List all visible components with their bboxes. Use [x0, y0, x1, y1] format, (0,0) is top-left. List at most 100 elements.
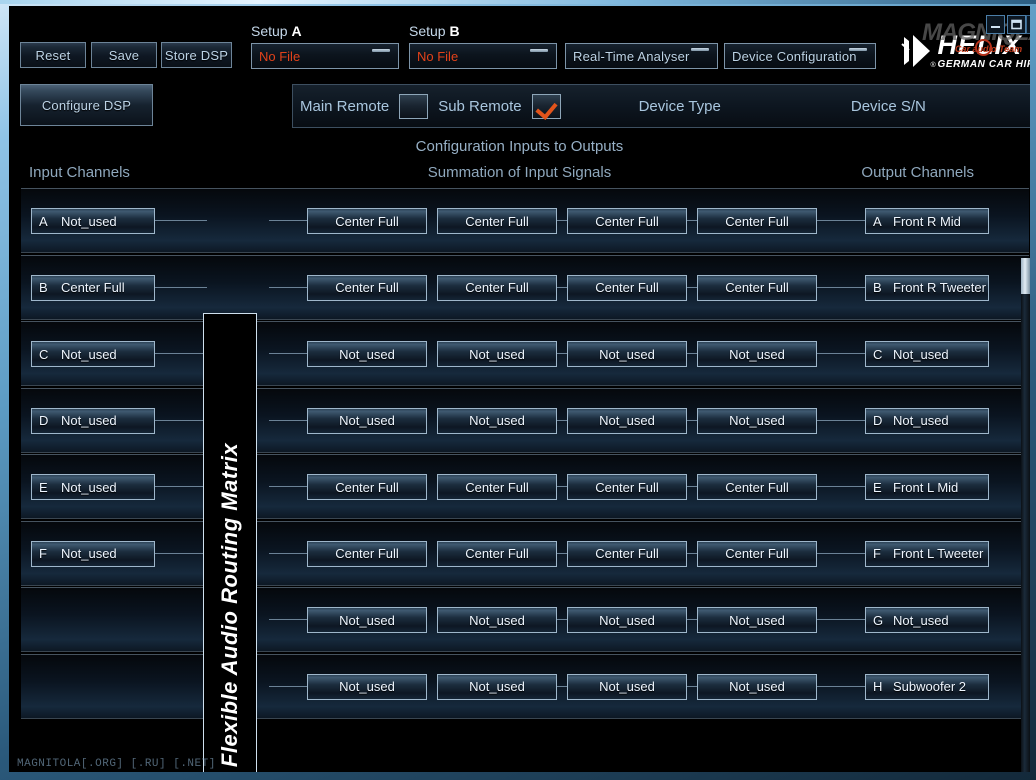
vertical-scrollbar[interactable]	[1021, 258, 1030, 772]
setup-b-file-combo[interactable]: No File	[409, 43, 557, 69]
connector-wire	[557, 419, 567, 421]
matrix-wire	[269, 419, 307, 421]
vertical-scrollbar-thumb[interactable]	[1021, 258, 1030, 294]
configure-dsp-button[interactable]: Configure DSP	[20, 84, 153, 126]
summation-cell-3[interactable]: Not_used	[567, 341, 687, 367]
save-button[interactable]: Save	[91, 42, 157, 68]
output-channel-letter: G	[873, 612, 884, 628]
summation-cell-3[interactable]: Center Full	[567, 208, 687, 234]
connector-wire	[557, 286, 567, 288]
input-channel-value: Center Full	[61, 280, 125, 295]
connector-wire	[817, 486, 865, 487]
routing-matrix-area: Configuration Inputs to Outputs Input Ch…	[9, 128, 1030, 772]
connector-wire	[817, 552, 865, 554]
setup-a-file-combo[interactable]: No File	[251, 43, 399, 69]
store-dsp-button[interactable]: Store DSP	[161, 42, 232, 68]
connector-wire	[557, 552, 567, 554]
summation-cell-1[interactable]: Not_used	[307, 407, 427, 434]
summation-cell-1[interactable]: Center Full	[307, 208, 427, 234]
summation-cell-1[interactable]: Not_used	[307, 673, 427, 700]
helix-logo: ® HELIX GERMAN CAR HIFI	[885, 24, 1030, 78]
matrix-wire	[269, 286, 307, 288]
summation-cell-2[interactable]: Not_used	[437, 407, 557, 434]
connector-wire	[557, 685, 567, 687]
matrix-row: B Center Full Center Full Center Full Center…	[21, 254, 1029, 320]
summation-cell-3[interactable]: Not_used	[567, 673, 687, 700]
output-channel-letter: E	[873, 479, 882, 495]
matrix-wire	[269, 486, 307, 487]
input-channel-value: Not_used	[61, 546, 117, 561]
summation-cell-4[interactable]: Not_used	[697, 673, 817, 700]
minimize-button[interactable]	[986, 15, 1005, 34]
input-channel-value: Not_used	[61, 346, 117, 362]
summation-cell-3[interactable]: Center Full	[567, 540, 687, 567]
output-channels-header: Output Channels	[861, 164, 974, 181]
input-wire	[155, 353, 207, 354]
matrix-wire	[269, 619, 307, 620]
reset-button[interactable]: Reset	[20, 42, 86, 68]
real-time-analyser-button[interactable]: Real-Time Analyser	[565, 43, 718, 69]
summation-cell-4[interactable]: Not_used	[697, 607, 817, 633]
main-remote-label: Main Remote	[300, 97, 390, 115]
summation-cell-2[interactable]: Center Full	[437, 208, 557, 234]
summation-cell-2[interactable]: Not_used	[437, 607, 557, 633]
input-wire	[155, 419, 207, 421]
sub-remote-checkbox[interactable]	[531, 93, 561, 119]
input-channel-letter: C	[39, 346, 49, 362]
summation-cell-4[interactable]: Center Full	[697, 474, 817, 500]
input-channel-cell-b[interactable]: B Center Full	[31, 274, 155, 301]
summation-cell-2[interactable]: Center Full	[437, 540, 557, 567]
summation-cell-1[interactable]: Center Full	[307, 540, 427, 567]
summation-cell-3[interactable]: Not_used	[567, 607, 687, 633]
summation-cell-1[interactable]: Center Full	[307, 474, 427, 500]
summation-cell-1[interactable]: Not_used	[307, 341, 427, 367]
summation-cell-3[interactable]: Center Full	[567, 274, 687, 301]
input-channel-cell-c[interactable]: C Not_used	[31, 341, 155, 367]
summation-cell-3[interactable]: Center Full	[567, 474, 687, 500]
input-wire	[155, 486, 207, 487]
summation-cell-4[interactable]: Center Full	[697, 540, 817, 567]
summation-cell-3[interactable]: Not_used	[567, 407, 687, 434]
summation-cell-4[interactable]: Not_used	[697, 341, 817, 367]
output-channel-value: Not_used	[893, 612, 949, 628]
summation-cell-2[interactable]: Not_used	[437, 673, 557, 700]
input-wire	[155, 220, 207, 221]
maximize-button[interactable]	[1007, 15, 1026, 34]
summation-cell-1[interactable]: Center Full	[307, 274, 427, 301]
close-button[interactable]	[1026, 15, 1030, 34]
connector-wire	[687, 419, 697, 421]
summation-cell-1[interactable]: Not_used	[307, 607, 427, 633]
matrix-wire	[269, 220, 307, 221]
output-channel-cell-g[interactable]: G Not_used	[865, 607, 989, 633]
summation-cell-4[interactable]: Center Full	[697, 274, 817, 301]
connector-wire	[687, 353, 697, 354]
matrix-wire	[269, 353, 307, 354]
helix-logo-mark-icon: ®	[900, 31, 936, 71]
input-channel-letter: B	[39, 280, 48, 295]
summation-cell-2[interactable]: Center Full	[437, 274, 557, 301]
summation-cell-4[interactable]: Not_used	[697, 407, 817, 434]
summation-cell-2[interactable]: Not_used	[437, 341, 557, 367]
page-title: Configuration Inputs to Outputs	[415, 138, 624, 155]
main-remote-checkbox[interactable]	[399, 93, 429, 119]
summation-cell-4[interactable]: Center Full	[697, 208, 817, 234]
helix-logo-text: HELIX GERMAN CAR HIFI	[937, 31, 1030, 70]
summation-cell-2[interactable]: Center Full	[437, 474, 557, 500]
device-configuration-button[interactable]: Device Configuration	[724, 43, 876, 69]
connector-wire	[687, 619, 697, 620]
input-channel-letter: D	[39, 413, 49, 428]
